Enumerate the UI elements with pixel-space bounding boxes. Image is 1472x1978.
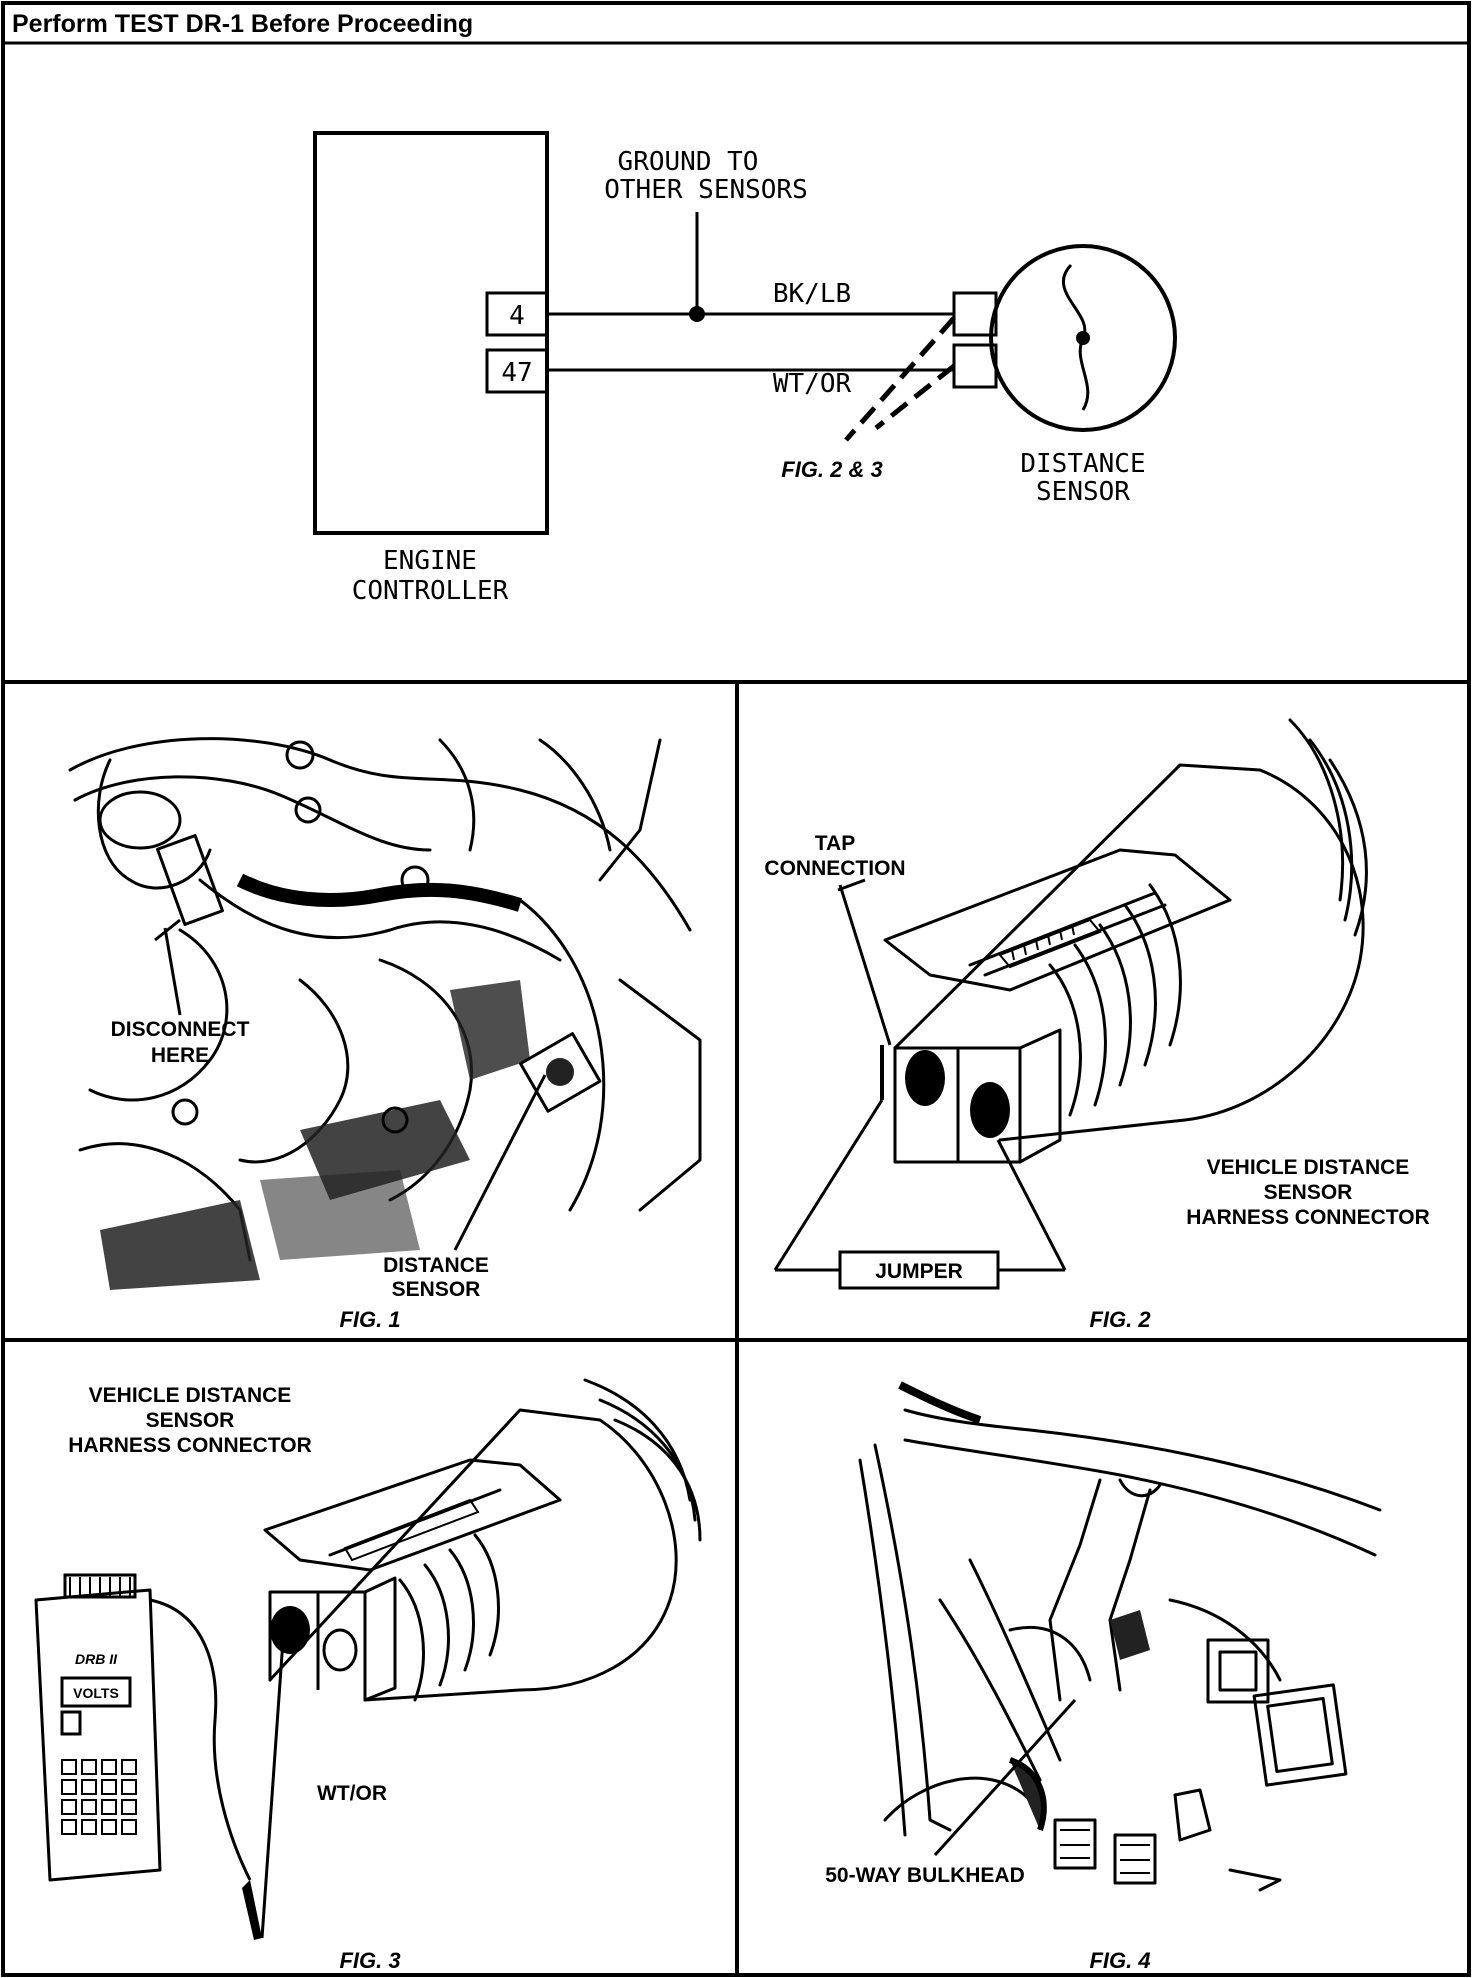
- fig3-illustration: [34, 1378, 702, 1940]
- fig1-caption: FIG. 1: [339, 1307, 400, 1332]
- fig3-wire-label: WT/OR: [317, 1782, 387, 1805]
- fig3-connector-label-1: VEHICLE DISTANCE: [89, 1384, 292, 1407]
- ground-note-2: OTHER SENSORS: [604, 175, 808, 205]
- fig3-connector-label-3: HARNESS CONNECTOR: [68, 1434, 311, 1457]
- wiring-schematic: ENGINE CONTROLLER 4 47 GROUND TO OTHER S…: [313, 131, 1177, 606]
- pin-47-label: 47: [501, 358, 532, 388]
- fig4-module-box: [1252, 1683, 1348, 1787]
- header-title: Perform TEST DR-1 Before Proceeding: [12, 10, 473, 38]
- distance-sensor-symbol: [989, 244, 1177, 432]
- fig1-sensor-leader: [453, 1074, 547, 1251]
- fig2-connector-label-3: HARNESS CONNECTOR: [1186, 1206, 1429, 1229]
- fig3-meter-body: [34, 1588, 162, 1882]
- fig1-disconnect-label-2: HERE: [151, 1044, 209, 1067]
- fig4-bulkhead-label: 50-WAY BULKHEAD: [825, 1864, 1025, 1887]
- fig3-caption: FIG. 3: [339, 1948, 400, 1973]
- fig-ref-leader-1: [844, 316, 956, 442]
- wire-label-wt-or: WT/OR: [773, 369, 852, 399]
- fig4-bulkhead-illustration: [858, 1381, 1382, 1892]
- fig3-connector-label-2: SENSOR: [146, 1409, 235, 1432]
- fig3-meter-keypad: [61, 1759, 137, 1835]
- sensor-terminal-bottom: [952, 343, 998, 389]
- fig2-tap-label-2: CONNECTION: [764, 857, 905, 880]
- pin-4-label: 4: [509, 301, 525, 331]
- fig-ref-label: FIG. 2 & 3: [781, 457, 882, 482]
- fig1-sensor-label-1: DISTANCE: [383, 1254, 489, 1277]
- fig4-bulkhead-leader: [933, 1698, 1077, 1857]
- engine-controller-box: [313, 131, 549, 535]
- fig3-meter-display: [60, 1676, 132, 1708]
- fig2-connector-illustration: [773, 718, 1368, 1290]
- fig2-jumper-box: [838, 1250, 1000, 1290]
- distance-sensor-label-1: DISTANCE: [1020, 449, 1145, 479]
- fig2-caption: FIG. 2: [1089, 1307, 1151, 1332]
- fig4-relay-block: [1206, 1638, 1270, 1704]
- fig3-meter-brand: DRB II: [75, 1651, 118, 1667]
- ground-note-1: GROUND TO: [618, 147, 759, 177]
- fig4-connector-a: [1053, 1818, 1097, 1870]
- fig1-sensor-label-2: SENSOR: [392, 1278, 481, 1301]
- fig1-engine-illustration: [68, 737, 702, 1290]
- fig2-tap-label-1: TAP: [815, 832, 855, 855]
- fig1-disconnect-label-1: DISCONNECT: [111, 1018, 250, 1041]
- fig2-connector-label-2: SENSOR: [1264, 1181, 1353, 1204]
- sensor-rotor-dot: [1076, 331, 1090, 345]
- fig4-connector-b: [1113, 1833, 1157, 1885]
- fig1-disconnect-leader: [163, 927, 182, 1016]
- wire-label-bk-lb: BK/LB: [773, 279, 851, 309]
- fig2-jumper-label: JUMPER: [875, 1260, 963, 1283]
- fig4-caption: FIG. 4: [1089, 1948, 1150, 1973]
- engine-controller-label-2: CONTROLLER: [352, 576, 509, 606]
- ground-splice-dot: [689, 306, 705, 322]
- fig-ref-leader-2: [874, 364, 956, 430]
- engine-controller-label-1: ENGINE: [383, 546, 477, 576]
- distance-sensor-label-2: SENSOR: [1036, 477, 1130, 507]
- fig3-meter-mode: VOLTS: [73, 1685, 119, 1701]
- fig2-connector-label-1: VEHICLE DISTANCE: [1207, 1156, 1410, 1179]
